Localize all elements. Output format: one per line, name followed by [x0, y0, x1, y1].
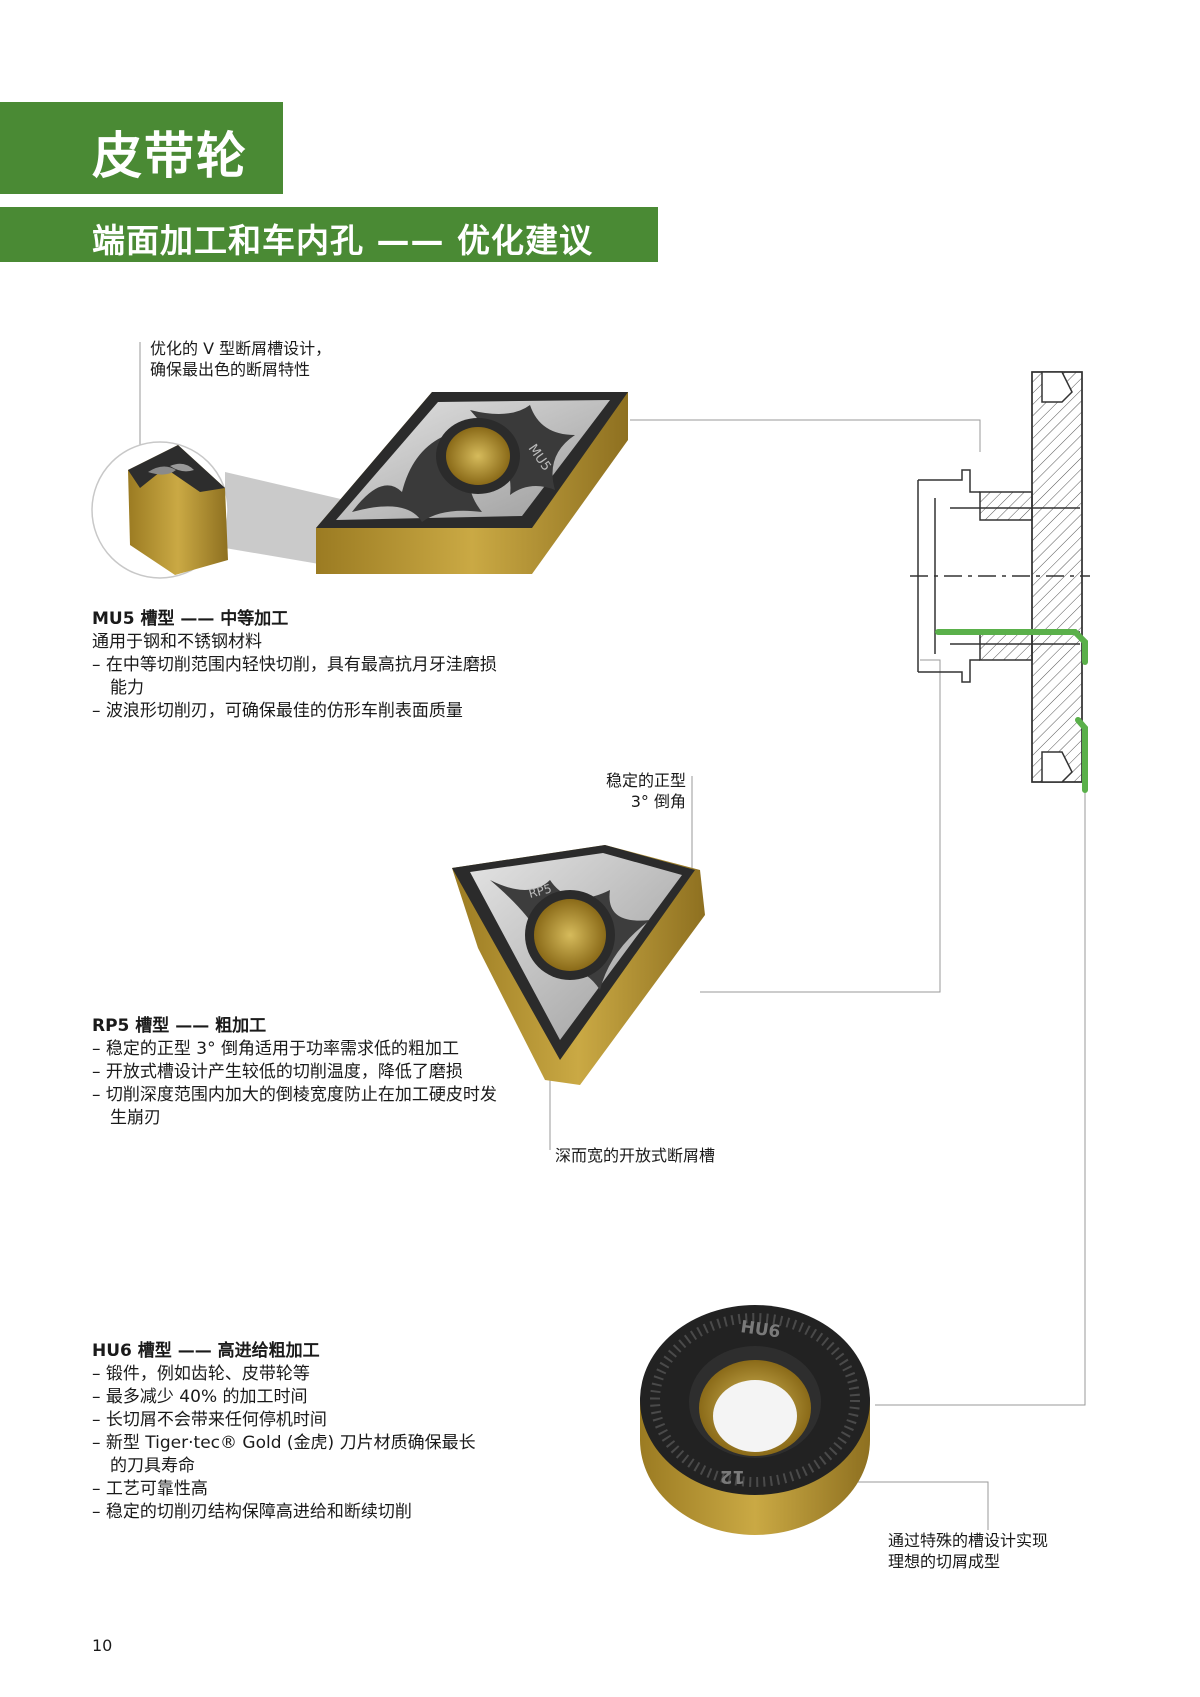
section-line: 通用于钢和不锈钢材料	[92, 632, 262, 652]
rp5-insert: RP5	[452, 845, 705, 1085]
svg-text:12: 12	[720, 1466, 745, 1487]
bullet: – 开放式槽设计产生较低的切削温度，降低了磨损	[92, 1062, 463, 1082]
hu6-insert: HU6 12	[640, 1305, 870, 1535]
page-number: 10	[92, 1636, 113, 1655]
page-subtitle: 端面加工和车内孔 —— 优化建议	[92, 221, 593, 260]
bullet: – 稳定的正型 3° 倒角适用于功率需求低的粗加工	[92, 1039, 460, 1059]
title-band: 皮带轮	[0, 102, 283, 194]
section-heading: HU6 槽型 —— 高进给粗加工	[92, 1341, 320, 1361]
section-hu6: HU6 槽型 —— 高进给粗加工 – 锻件，例如齿轮、皮带轮等 – 最多减少 4…	[92, 1340, 492, 1524]
callout-v-groove: 优化的 V 型断屑槽设计， 确保最出色的断屑特性	[150, 339, 332, 379]
bullet: – 稳定的切削刃结构保障高进给和断续切削	[92, 1502, 412, 1522]
bullet: – 工艺可靠性高	[92, 1479, 208, 1499]
bullet: – 最多减少 40% 的加工时间	[92, 1387, 308, 1407]
callout-chip-form: 通过特殊的槽设计实现 理想的切屑成型	[888, 1531, 1049, 1571]
bullet: – 在中等切削范围内轻快切削，具有最高抗月牙洼磨损能力	[92, 655, 497, 698]
bullet: – 波浪形切削刃，可确保最佳的仿形车削表面质量	[92, 701, 463, 721]
section-rp5: RP5 槽型 —— 粗加工 – 稳定的正型 3° 倒角适用于功率需求低的粗加工 …	[92, 1015, 512, 1130]
svg-text:RP5: RP5	[527, 881, 553, 901]
subtitle-band: 端面加工和车内孔 —— 优化建议	[0, 207, 658, 262]
pulley-cross-section	[910, 371, 1090, 783]
section-heading: RP5 槽型 —— 粗加工	[92, 1016, 267, 1036]
page-title: 皮带轮	[92, 127, 248, 185]
mu5-insert: MU5	[316, 392, 628, 574]
section-heading: MU5 槽型 —— 中等加工	[92, 609, 289, 629]
section-mu5: MU5 槽型 —— 中等加工 通用于钢和不锈钢材料 – 在中等切削范围内轻快切削…	[92, 608, 512, 723]
bullet: – 长切屑不会带来任何停机时间	[92, 1410, 327, 1430]
bullet: – 新型 Tiger·tec® Gold (金虎) 刀片材质确保最长的刀具寿命	[92, 1433, 476, 1476]
callout-open-groove: 深而宽的开放式断屑槽	[555, 1146, 716, 1165]
callout-chamfer: 稳定的正型 3° 倒角	[605, 771, 686, 811]
bullet: – 切削深度范围内加大的倒棱宽度防止在加工硬皮时发生崩刃	[92, 1085, 497, 1128]
bullet: – 锻件，例如齿轮、皮带轮等	[92, 1364, 310, 1384]
machining-highlight	[935, 629, 1088, 793]
magnified-detail	[91, 441, 345, 579]
